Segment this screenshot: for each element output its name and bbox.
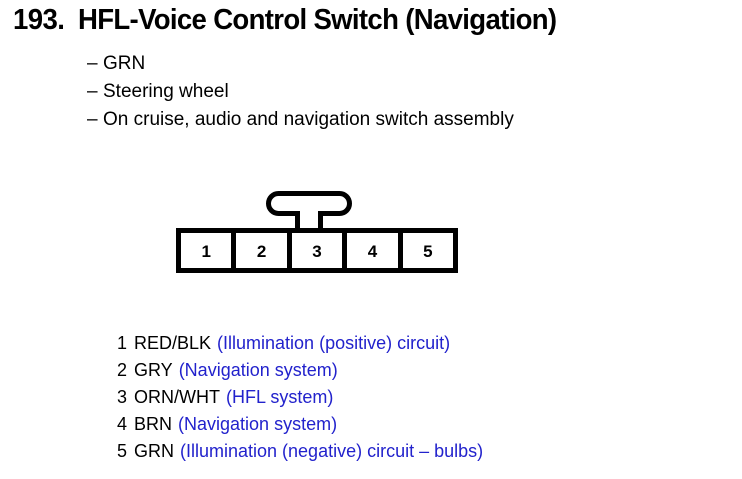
pin-cavity-number: 3 [312,242,322,261]
legend-pin-number: 4 [117,414,128,434]
connector-locking-tab-icon [266,191,352,233]
spec-list-item-label: GRN [103,53,146,74]
connector-diagram: 1 2 3 4 5 [176,191,458,273]
pin-cavity-number: 5 [423,242,433,261]
legend-row: 5 GRN (Illumination (negative) circuit –… [117,438,717,465]
legend-wire-color-code: RED/BLK [134,333,212,353]
connector-pin-cavity-1: 1 [181,233,237,268]
legend-circuit-description: (Navigation system) [178,414,338,434]
legend-pin-number: 3 [117,387,128,407]
legend-circuit-description: (HFL system) [225,387,334,407]
connector-body: 1 2 3 4 5 [176,228,458,273]
spec-list-item: – GRN [87,50,707,78]
pin-cavity-number: 4 [367,242,378,261]
connector-pin-cavity-3: 3 [292,233,348,268]
connector-pin-cavity-4: 4 [347,233,403,268]
legend-pin-number: 1 [117,333,128,353]
spec-list-item-label: On cruise, audio and navigation switch a… [103,109,514,130]
section-title-text: HFL-Voice Control Switch (Navigation) [78,4,557,36]
legend-row: 1 RED/BLK (Illumination (positive) circu… [117,330,717,357]
specification-list: – GRN – Steering wheel – On cruise, audi… [87,50,707,134]
latch-neck-shape [295,211,323,233]
legend-wire-color-code: GRY [134,360,173,380]
connector-pin-cavity-5: 5 [403,233,453,268]
spec-list-item: – Steering wheel [87,78,707,106]
legend-row: 4 BRN (Navigation system) [117,411,717,438]
page-title: 193. HFL-Voice Control Switch (Navigatio… [13,4,739,37]
pin-cavity-number: 1 [201,242,211,261]
pin-cavity-number: 2 [256,242,267,261]
spec-list-item: – On cruise, audio and navigation switch… [87,106,707,134]
legend-row: 2 GRY (Navigation system) [117,357,717,384]
legend-pin-number: 5 [117,441,128,461]
dash-bullet-icon: – [87,81,98,102]
section-number: 193. [13,4,65,36]
dash-bullet-icon: – [87,53,98,74]
legend-circuit-description: (Illumination (positive) circuit) [217,333,451,353]
legend-pin-number: 2 [117,360,128,380]
connector-pin-cavity-2: 2 [236,233,292,268]
legend-wire-color-code: ORN/WHT [134,387,220,407]
legend-circuit-description: (Illumination (negative) circuit – bulbs… [180,441,484,461]
dash-bullet-icon: – [87,109,98,130]
legend-circuit-description: (Navigation system) [178,360,338,380]
legend-row: 3 ORN/WHT (HFL system) [117,384,717,411]
legend-wire-color-code: BRN [134,414,173,434]
legend-wire-color-code: GRN [134,441,174,461]
spec-list-item-label: Steering wheel [103,81,229,102]
pin-legend: 1 RED/BLK (Illumination (positive) circu… [117,330,717,465]
